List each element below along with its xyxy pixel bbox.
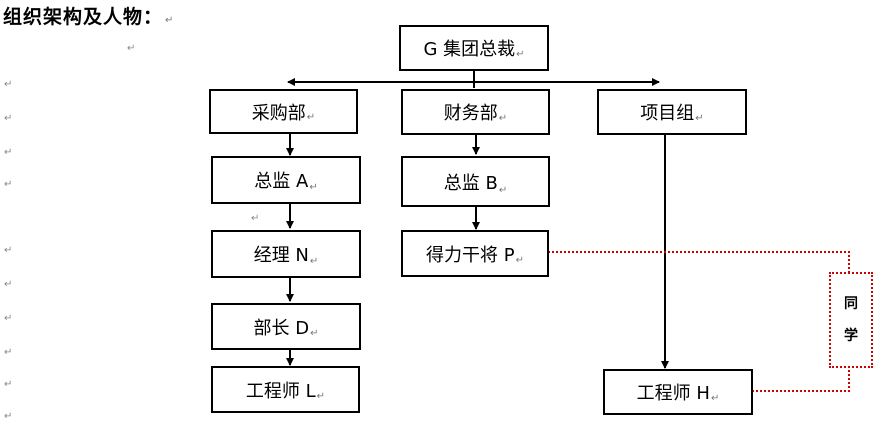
node-talent-p: 得力干将 P↵ <box>401 230 549 277</box>
paragraph-mark: ↵ <box>710 393 720 404</box>
paragraph-mark: ↵ <box>498 185 508 196</box>
node-talent-p-label: 得力干将 P <box>426 244 515 266</box>
node-purchasing: 采购部↵ <box>209 89 358 134</box>
node-project-label: 项目组 <box>640 103 695 124</box>
node-engineer-h: 工程师 H↵ <box>603 369 753 415</box>
paragraph-mark: ↵ <box>309 182 318 193</box>
paragraph-mark: ↵ <box>695 113 704 124</box>
paragraph-mark: ↵ <box>4 113 13 124</box>
paragraph-mark: ↵ <box>306 112 316 123</box>
classmate-note-char-1: 同 <box>844 296 858 312</box>
paragraph-mark: ↵ <box>309 256 319 267</box>
paragraph-mark: ↵ <box>516 49 525 60</box>
paragraph-mark: ↵ <box>165 15 175 26</box>
node-purchasing-label: 采购部 <box>251 102 306 124</box>
paragraph-mark: ↵ <box>515 255 524 266</box>
node-project: 项目组↵ <box>597 89 747 135</box>
paragraph-mark: ↵ <box>251 213 260 224</box>
node-finance: 财务部↵ <box>401 89 550 135</box>
node-minister-d: 部长 D↵ <box>211 303 361 350</box>
paragraph-mark: ↵ <box>4 279 13 290</box>
paragraph-mark: ↵ <box>4 147 13 158</box>
paragraph-mark: ↵ <box>4 79 13 90</box>
node-director-b: 总监 B↵ <box>401 156 550 207</box>
paragraph-mark: ↵ <box>4 179 13 190</box>
paragraph-mark: ↵ <box>4 411 13 422</box>
paragraph-mark: ↵ <box>4 347 13 358</box>
node-ceo-label: G 集团总裁 <box>423 39 516 60</box>
heading-text: 组织架构及人物： <box>3 6 164 28</box>
paragraph-mark: ↵ <box>316 391 326 402</box>
node-ceo: G 集团总裁↵ <box>399 25 549 71</box>
paragraph-mark: ↵ <box>4 245 13 256</box>
paragraph-mark: ↵ <box>4 313 13 324</box>
node-finance-label: 财务部 <box>443 103 498 124</box>
paragraph-mark: ↵ <box>4 379 13 390</box>
node-engineer-l-label: 工程师 L <box>245 380 316 402</box>
relation-line-h <box>752 368 850 392</box>
page-heading: 组织架构及人物：↵ <box>3 2 174 29</box>
node-director-a-label: 总监 A <box>254 171 309 192</box>
classmate-note-char-2: 学 <box>844 328 858 344</box>
paragraph-mark: ↵ <box>498 113 508 124</box>
node-engineer-l: 工程师 L↵ <box>211 366 360 413</box>
node-engineer-h-label: 工程师 H <box>636 383 710 404</box>
node-manager-n-label: 经理 N <box>253 245 309 266</box>
node-director-b-label: 总监 B <box>443 172 498 194</box>
paragraph-mark: ↵ <box>127 43 136 54</box>
node-minister-d-label: 部长 D <box>253 317 310 339</box>
node-director-a: 总监 A↵ <box>211 156 361 204</box>
node-manager-n: 经理 N↵ <box>211 230 361 278</box>
classmate-note: 同 学 <box>829 272 873 368</box>
relation-line-p <box>548 251 850 272</box>
paragraph-mark: ↵ <box>310 328 319 339</box>
